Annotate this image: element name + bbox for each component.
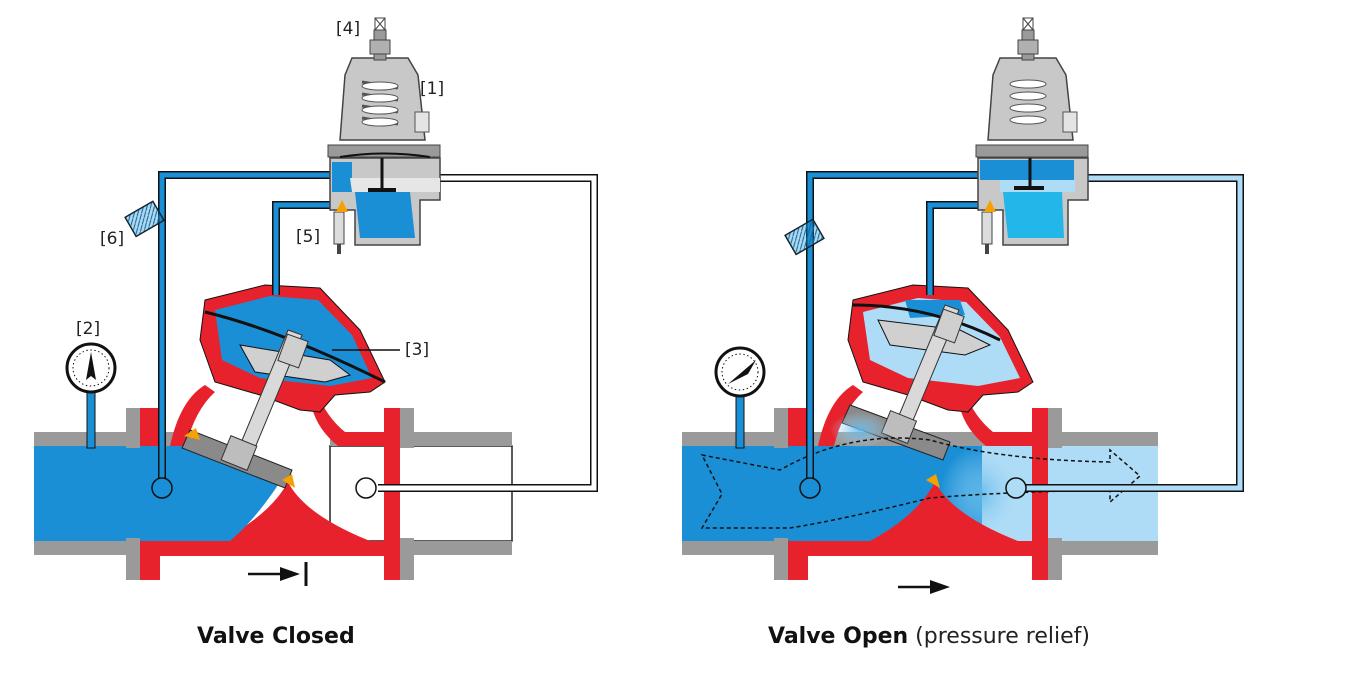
pilot-tubing (158, 171, 598, 492)
pipe-flanges-open (774, 408, 1062, 580)
arrow-right-icon (898, 580, 950, 594)
pilot-tubing-open (806, 171, 1244, 492)
strainer-icon-open (784, 218, 825, 256)
caption-open-subtitle: (pressure relief) (915, 624, 1090, 649)
pilot-valve-open (975, 17, 1089, 254)
pilot-valve (327, 17, 441, 254)
callout-1: [1] (420, 79, 444, 99)
callout-4: [4] (336, 19, 360, 39)
callout-2: [2] (76, 319, 100, 339)
pressure-gauge-icon (65, 342, 117, 449)
pressure-tap-upstream (151, 477, 173, 499)
flow-path-arrow (700, 437, 1142, 529)
pressure-tap-downstream (355, 477, 377, 499)
flow-spray-effect (830, 412, 890, 448)
valve-body-open (788, 385, 1048, 580)
arrow-right-stop-icon (248, 562, 308, 586)
caption-valve-open: Valve Open (pressure relief) (768, 624, 1090, 649)
callout-3: [3] (405, 340, 429, 360)
strainer-icon (124, 200, 165, 238)
valve-body (140, 385, 400, 580)
valve-closed-diagram: [4] [1] [6] [5] [2] [3] (34, 17, 598, 586)
callout-5: [5] (296, 227, 320, 247)
pipe-flanges (126, 408, 414, 580)
valve-open-diagram (682, 17, 1244, 594)
valve-disc (181, 428, 295, 489)
caption-valve-closed: Valve Closed (197, 624, 355, 649)
pressure-tap-upstream-open (799, 477, 821, 499)
pressure-gauge-icon-open (714, 346, 766, 449)
callout-6: [6] (100, 229, 124, 249)
valve-stem-open (894, 304, 965, 431)
caption-closed-title: Valve Closed (197, 624, 355, 649)
caption-open-title: Valve Open (768, 624, 909, 649)
pressure-tap-downstream-open (1005, 477, 1027, 499)
